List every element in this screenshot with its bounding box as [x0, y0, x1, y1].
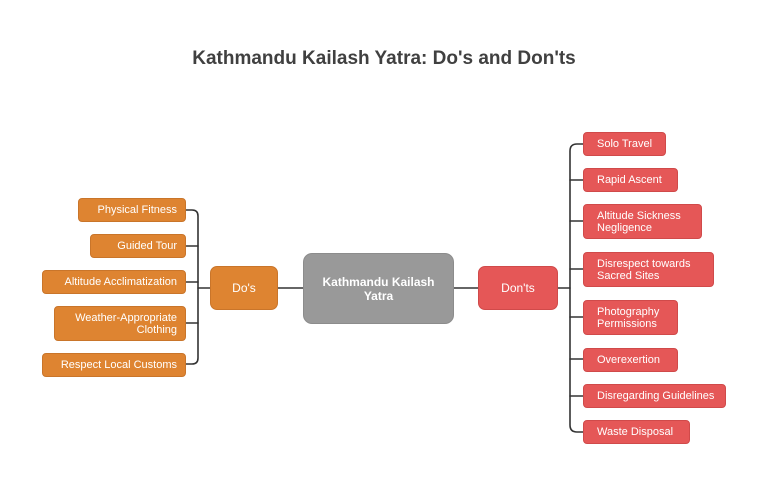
dos-item-respect-local-customs: Respect Local Customs [42, 353, 186, 377]
dos-item-physical-fitness: Physical Fitness [78, 198, 186, 222]
donts-item-solo-travel: Solo Travel [583, 132, 666, 156]
dos-item-guided-tour: Guided Tour [90, 234, 186, 258]
dos-item-weather-appropriate-clothing: Weather-Appropriate Clothing [54, 306, 186, 341]
donts-item-waste-disposal: Waste Disposal [583, 420, 690, 444]
donts-item-disregarding-guidelines: Disregarding Guidelines [583, 384, 726, 408]
dos-hub: Do's [210, 266, 278, 310]
donts-item-altitude-sickness-negligence: Altitude Sickness Negligence [583, 204, 702, 239]
donts-hub: Don'ts [478, 266, 558, 310]
center-node: Kathmandu Kailash Yatra [303, 253, 454, 324]
dos-item-altitude-acclimatization: Altitude Acclimatization [42, 270, 186, 294]
donts-item-overexertion: Overexertion [583, 348, 678, 372]
donts-item-photography-permissions: Photography Permissions [583, 300, 678, 335]
diagram-title: Kathmandu Kailash Yatra: Do's and Don'ts [192, 48, 576, 69]
dos-bracket [185, 209, 199, 365]
donts-bracket [569, 143, 584, 433]
donts-item-disrespect-sacred-sites: Disrespect towards Sacred Sites [583, 252, 714, 287]
donts-item-rapid-ascent: Rapid Ascent [583, 168, 678, 192]
